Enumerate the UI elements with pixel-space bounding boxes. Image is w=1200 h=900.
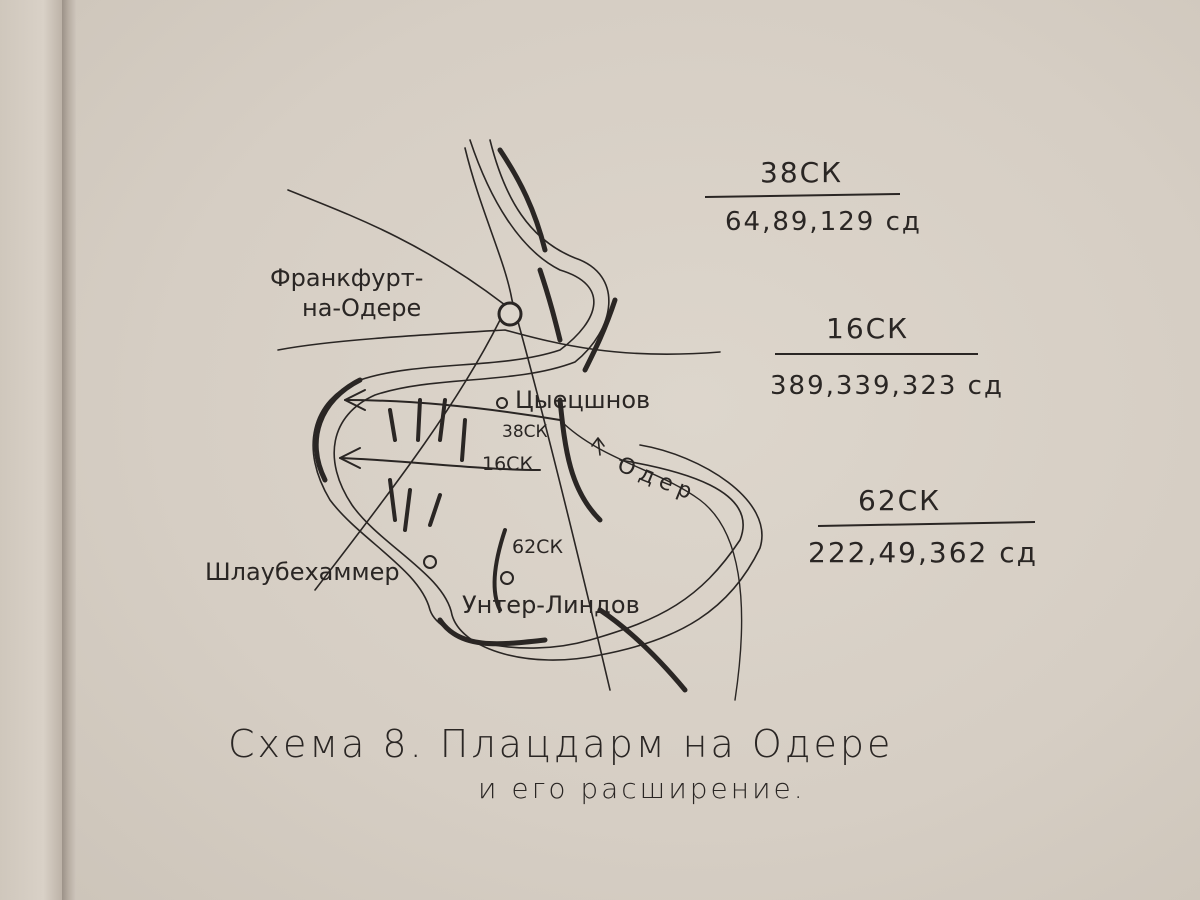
divisions-list: 64,89,129 сд — [725, 207, 922, 237]
tsetsshnov-label: Цыецшнов — [515, 386, 650, 414]
front-line-2 — [537, 267, 563, 343]
river-branch — [559, 419, 743, 701]
unter-lindow-town-marker — [500, 571, 514, 585]
front-line-1 — [497, 147, 548, 253]
corps-38ck-legend: 38СК 64,89,129 сд — [704, 156, 922, 237]
unit-mark — [388, 408, 397, 442]
corps-name: 16СК — [826, 312, 909, 345]
schlaubehammer-label: Шлаубехаммер — [205, 558, 400, 586]
river-flow-arrow — [591, 437, 605, 456]
corps-62ck-legend: 62СК 222,49,362 сд — [808, 484, 1038, 569]
front-line-5 — [597, 607, 688, 693]
right-page — [76, 0, 1200, 900]
corps-name: 62СК — [858, 484, 941, 517]
unit-mark — [388, 478, 397, 522]
road-southwest — [314, 319, 501, 591]
front-line-3 — [582, 297, 618, 373]
map-label-16ck: 16СК — [482, 453, 533, 475]
unit-mark — [460, 418, 467, 462]
road-north-south — [464, 147, 611, 691]
river-oder-label: Одер — [614, 452, 701, 507]
tsetsshnov-town-marker — [496, 397, 508, 409]
frankfurt-label-2: на-Одере — [302, 294, 421, 322]
unit-mark — [403, 488, 412, 532]
attack-arrow-38ck — [344, 399, 561, 421]
arrow-head — [344, 389, 366, 411]
left-page — [0, 0, 62, 900]
book-gutter — [62, 0, 76, 900]
corps-name: 38СК — [760, 156, 843, 189]
schlaubehammer-town-marker — [423, 555, 437, 569]
frankfurt-label-1: Франкфурт- — [270, 264, 423, 292]
unit-mark — [492, 528, 507, 612]
divisions-list: 222,49,362 сд — [808, 536, 1038, 569]
fraction-line — [817, 521, 1036, 527]
unit-mark — [438, 398, 447, 442]
fraction-line — [704, 193, 901, 198]
bridgehead-perimeter-north — [313, 377, 363, 483]
river-oder-bank-east — [333, 139, 763, 661]
divisions-list: 389,339,323 сд — [770, 371, 1004, 401]
frankfurt-town-marker — [497, 301, 523, 327]
front-line-4 — [557, 397, 603, 523]
corps-16ck-legend: 16СК 389,339,323 сд — [770, 312, 1004, 401]
river-oder-bank-west — [312, 139, 744, 649]
arrow-head — [339, 447, 361, 469]
unter-lindow-label: Унтер-Линдов — [462, 591, 640, 619]
attack-arrow-16ck — [339, 457, 541, 471]
figure-caption-title: Схема 8. Плацдарм на Одере — [228, 722, 894, 766]
unit-mark — [416, 398, 422, 442]
road-east-west — [277, 329, 721, 356]
figure-caption-subtitle: и его расширение. — [478, 772, 806, 805]
map-label-38ck: 38СК — [502, 422, 548, 442]
map-label-62ck: 62СК — [512, 536, 563, 558]
unit-mark — [428, 493, 442, 527]
road-northwest — [287, 189, 506, 306]
bridgehead-perimeter-south — [437, 617, 548, 647]
